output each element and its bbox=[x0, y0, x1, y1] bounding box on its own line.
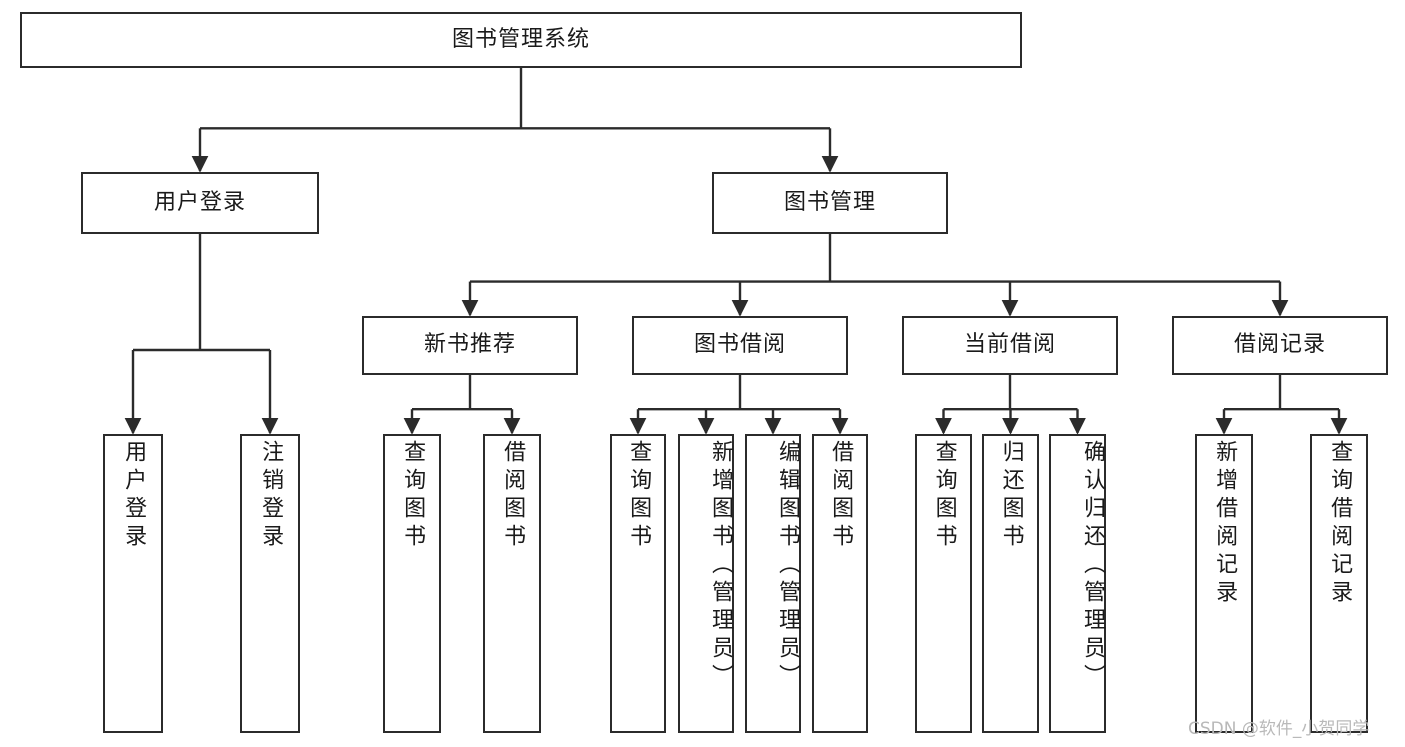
node-leaf-user-login[interactable]: 用户登录 bbox=[103, 434, 163, 733]
node-borrow[interactable]: 图书借阅 bbox=[632, 316, 848, 375]
node-label: 确认归还（管理员） bbox=[1080, 440, 1105, 692]
node-label: 用户登录 bbox=[153, 189, 246, 215]
node-label: 新书推荐 bbox=[423, 332, 516, 358]
node-leaf-return-book[interactable]: 归还图书 bbox=[982, 434, 1039, 733]
node-label: 注销登录 bbox=[258, 440, 284, 552]
node-leaf-add-book[interactable]: 新增图书（管理员） bbox=[678, 434, 734, 733]
node-root[interactable]: 图书管理系统 bbox=[20, 12, 1022, 68]
node-label: 查询借阅记录 bbox=[1327, 440, 1353, 608]
node-leaf-query-book-2[interactable]: 查询图书 bbox=[610, 434, 666, 733]
node-label: 图书管理 bbox=[783, 189, 876, 215]
node-label: 新增图书（管理员） bbox=[708, 440, 733, 692]
node-leaf-query-book-3[interactable]: 查询图书 bbox=[915, 434, 972, 733]
node-label: 借阅图书 bbox=[500, 440, 526, 552]
node-leaf-logout[interactable]: 注销登录 bbox=[240, 434, 300, 733]
node-label: 图书借阅 bbox=[693, 332, 786, 358]
node-leaf-query-record[interactable]: 查询借阅记录 bbox=[1310, 434, 1368, 733]
node-records[interactable]: 借阅记录 bbox=[1172, 316, 1388, 375]
node-leaf-query-book-1[interactable]: 查询图书 bbox=[383, 434, 441, 733]
node-leaf-edit-book[interactable]: 编辑图书（管理员） bbox=[745, 434, 801, 733]
node-leaf-add-record[interactable]: 新增借阅记录 bbox=[1195, 434, 1253, 733]
node-label: 借阅图书 bbox=[828, 440, 854, 552]
node-label: 归还图书 bbox=[998, 440, 1024, 552]
node-label: 查询图书 bbox=[931, 440, 957, 552]
node-label: 用户登录 bbox=[121, 440, 147, 552]
node-login[interactable]: 用户登录 bbox=[81, 172, 319, 234]
node-current[interactable]: 当前借阅 bbox=[902, 316, 1118, 375]
node-label: 编辑图书（管理员） bbox=[775, 440, 800, 692]
node-label: 新增借阅记录 bbox=[1212, 440, 1238, 608]
node-label: 查询图书 bbox=[400, 440, 426, 552]
node-leaf-borrow-book-1[interactable]: 借阅图书 bbox=[483, 434, 541, 733]
node-label: 当前借阅 bbox=[963, 332, 1056, 358]
node-label: 图书管理系统 bbox=[451, 26, 590, 52]
node-label: 借阅记录 bbox=[1233, 332, 1326, 358]
node-label: 查询图书 bbox=[626, 440, 652, 552]
node-leaf-borrow-book-2[interactable]: 借阅图书 bbox=[812, 434, 868, 733]
node-bookmgmt[interactable]: 图书管理 bbox=[712, 172, 948, 234]
node-newbook[interactable]: 新书推荐 bbox=[362, 316, 578, 375]
node-leaf-confirm-return[interactable]: 确认归还（管理员） bbox=[1049, 434, 1106, 733]
watermark-label: CSDN @软件_小贺同学 bbox=[1188, 719, 1370, 739]
